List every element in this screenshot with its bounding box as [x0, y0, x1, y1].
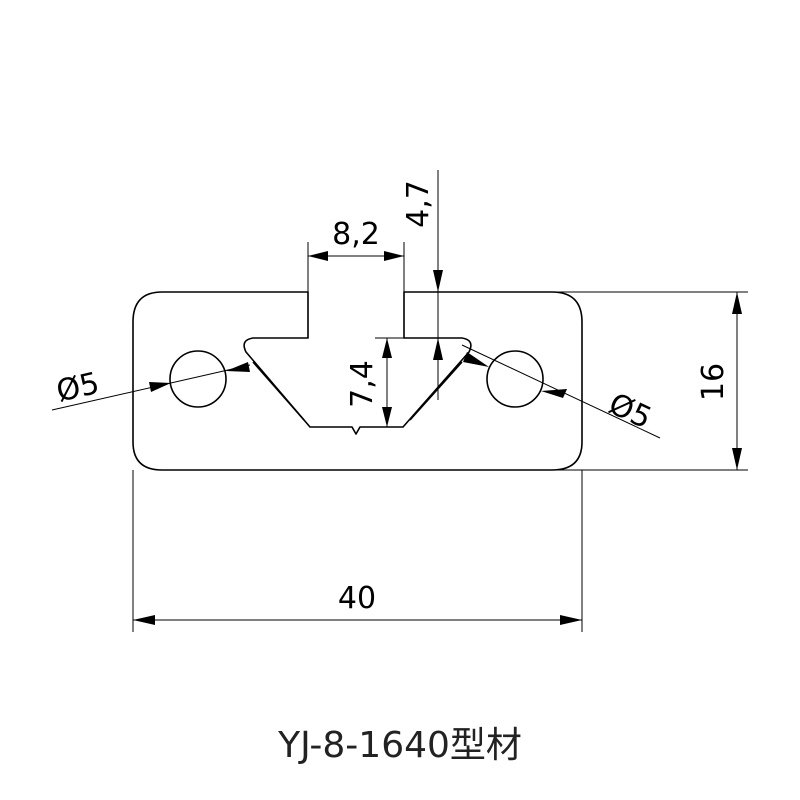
depth-arrow-top [382, 338, 392, 358]
groove-inner-line [252, 361, 305, 421]
height-arrow-top [732, 292, 742, 314]
height-arrow-bottom [732, 448, 742, 470]
hole-left-arrow-in [226, 362, 250, 372]
width-arrow-right [560, 615, 582, 625]
hole-right-label: Ø5 [603, 387, 656, 437]
hole-right [486, 350, 544, 408]
width-label: 40 [338, 581, 376, 616]
slot-arrow-left [308, 251, 328, 261]
profile-outline [132, 291, 583, 471]
groove-inner-line-right [409, 361, 463, 421]
hole-left [169, 350, 227, 408]
height-label: 16 [696, 363, 731, 401]
slot-arrow-right [384, 251, 404, 261]
slot-depth-label: 7,4 [345, 360, 380, 408]
hole-right-arrow-out [541, 389, 567, 398]
drawing-caption: YJ-8-1640型材 [278, 725, 522, 766]
hole-right-arrow-in [463, 352, 489, 367]
depth-arrow-bottom [382, 407, 392, 427]
lip-arrow-top [433, 270, 443, 292]
hole-left-arrow-out [149, 382, 171, 392]
slot-opening-label: 8,2 [332, 217, 380, 252]
width-arrow-left [133, 615, 155, 625]
hole-left-label: Ø5 [53, 366, 102, 410]
lip-arrow-bottom [433, 338, 443, 360]
lip-thickness-label: 4,7 [401, 180, 436, 228]
